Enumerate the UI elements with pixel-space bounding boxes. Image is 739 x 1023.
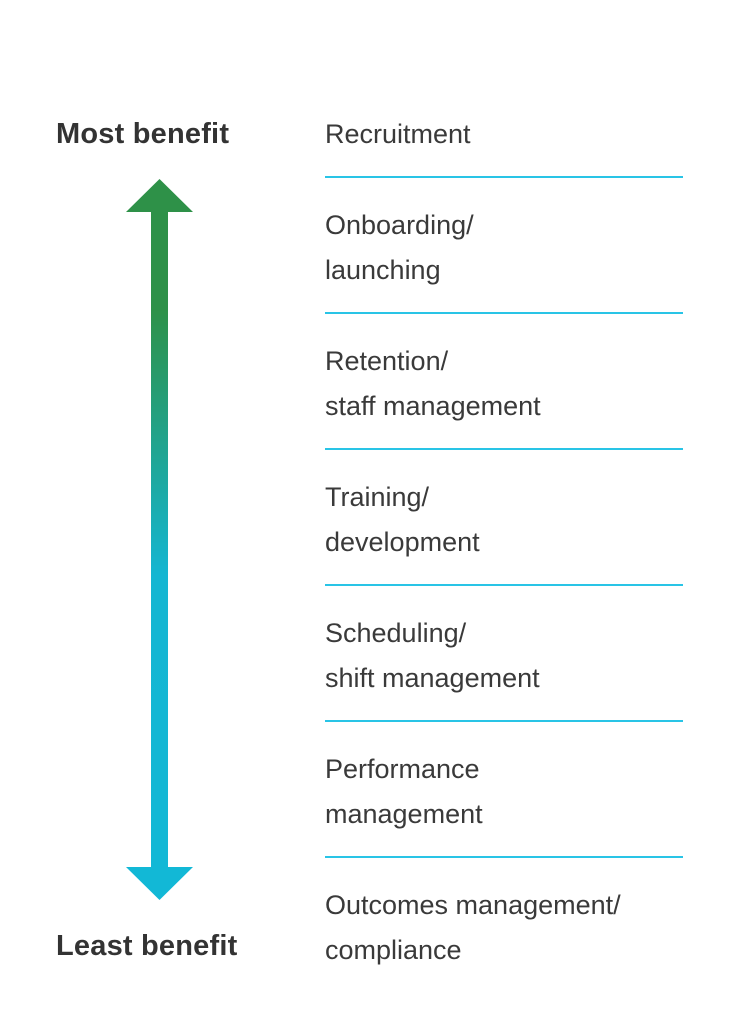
divider	[325, 856, 683, 858]
list-item: Performance management	[325, 747, 483, 837]
divider	[325, 720, 683, 722]
most-benefit-label: Most benefit	[56, 118, 230, 150]
list-item-line2: management	[325, 799, 483, 829]
least-benefit-label: Least benefit	[56, 930, 238, 962]
list-item-line1: Scheduling/	[325, 618, 467, 648]
list-item-line2: shift management	[325, 663, 540, 693]
list-item-line2: development	[325, 527, 480, 557]
list-item: Outcomes management/compliance	[325, 883, 621, 973]
divider	[325, 176, 683, 178]
list-item: Retention/staff management	[325, 339, 541, 429]
list-item-line1: Retention/	[325, 346, 449, 376]
list-item: Onboarding/launching	[325, 203, 474, 293]
divider	[325, 448, 683, 450]
list-item-line1: Onboarding/	[325, 210, 474, 240]
list-item-line1: Performance	[325, 754, 480, 784]
list-item-line1: Training/	[325, 482, 430, 512]
list-item: Scheduling/shift management	[325, 611, 540, 701]
divider	[325, 584, 683, 586]
list-item-line2: launching	[325, 255, 441, 285]
list-item: Training/development	[325, 475, 480, 565]
list-item-line2: staff management	[325, 391, 541, 421]
list-item-line2: compliance	[325, 935, 462, 965]
list-item: Recruitment	[325, 112, 471, 157]
double-arrow-icon	[126, 179, 193, 900]
list-item-line1: Recruitment	[325, 119, 471, 149]
divider	[325, 312, 683, 314]
list-item-line1: Outcomes management/	[325, 890, 621, 920]
